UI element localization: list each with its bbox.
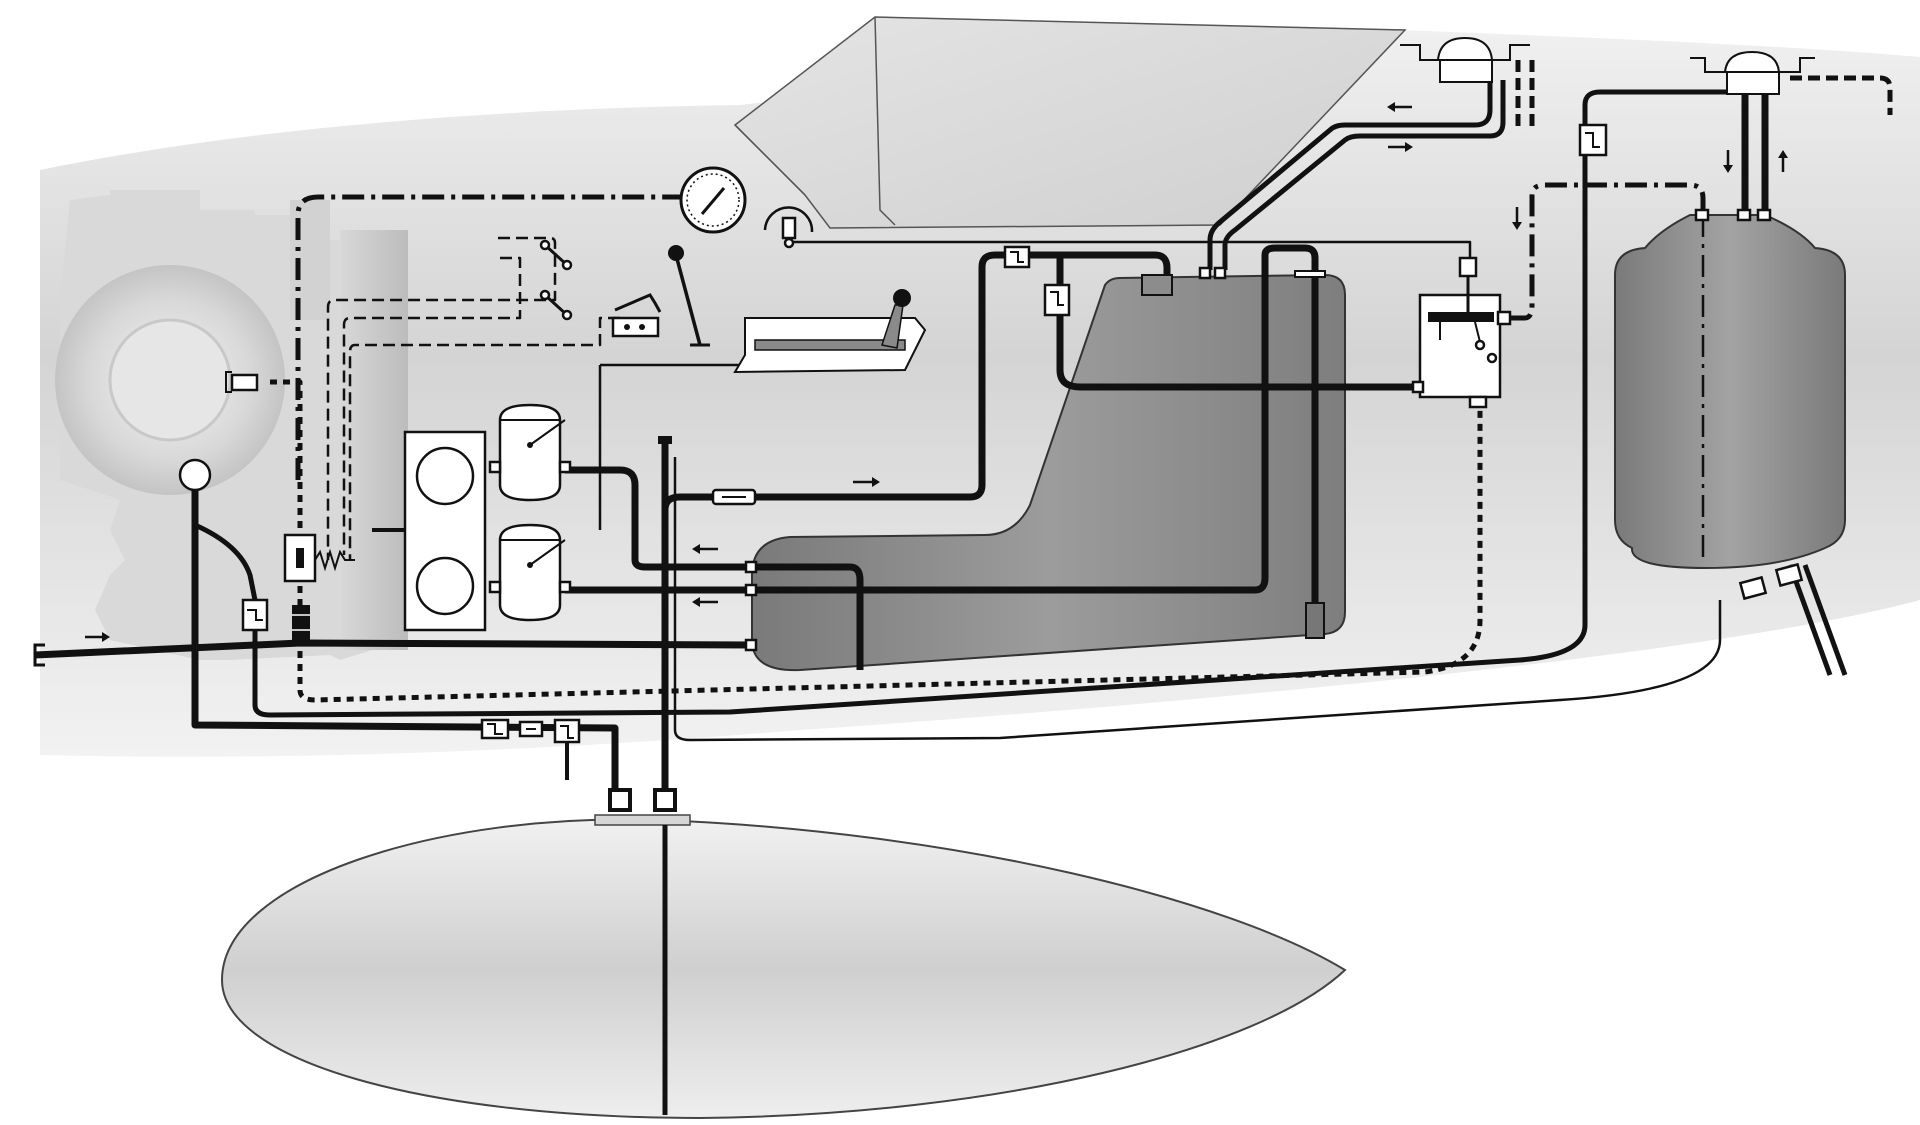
drop-feed-cap xyxy=(658,436,672,444)
control-dashed-line-c xyxy=(348,316,620,560)
fuel-return-dotted-line xyxy=(270,379,1483,703)
selector-valve-icon xyxy=(763,206,814,249)
tank-inner-line-b xyxy=(752,244,1319,605)
arrow-right-icon xyxy=(85,632,110,642)
rear-drain-fitting xyxy=(1738,562,1804,601)
check-valve-b-icon xyxy=(1003,245,1031,269)
arrow-down-icon xyxy=(1512,207,1522,230)
tank-top-fitting xyxy=(1141,274,1173,296)
fuel-pump-upper xyxy=(488,403,572,502)
lower-valve-group xyxy=(480,718,581,780)
control-dashed-line-a xyxy=(326,236,557,560)
tank-float-sensor xyxy=(1305,602,1325,639)
components xyxy=(33,36,1815,1115)
check-valve-c-icon xyxy=(1043,283,1071,317)
gauge-return-line xyxy=(191,490,619,790)
flowmeter-icon xyxy=(711,488,757,506)
drop-tank xyxy=(220,818,1347,1120)
carb-supply-line xyxy=(565,466,752,571)
vent-line-a xyxy=(1207,80,1493,270)
flow-arrows xyxy=(85,102,1788,642)
vent-line-b xyxy=(1222,80,1506,270)
check-valve-a-icon xyxy=(241,598,269,632)
tank-inner-line-c xyxy=(1056,255,1430,391)
tank-side-ports xyxy=(744,208,1772,652)
arrow-right-icon xyxy=(853,477,880,487)
filler-cap-rear xyxy=(1690,50,1815,95)
strainer-icon xyxy=(225,371,259,393)
arrow-left-icon xyxy=(692,544,718,554)
engine-inlet-port xyxy=(33,643,45,667)
arrow-left-icon xyxy=(1387,102,1412,112)
carburettor xyxy=(372,430,487,632)
throttle-lever-icon xyxy=(611,245,710,347)
electrical-switch-icon xyxy=(539,239,573,321)
drop-tank-connectors xyxy=(608,788,677,812)
check-valve-d-icon xyxy=(1578,123,1608,157)
tank-top-fitting-b xyxy=(1294,270,1326,278)
engine-assembly xyxy=(55,190,408,660)
thin-control-line xyxy=(790,240,1472,262)
arrow-down-icon xyxy=(1723,150,1733,173)
fuel-pressure-gauge-icon xyxy=(679,166,747,234)
top-vent-dashed-c xyxy=(1790,75,1893,115)
canopy-frame xyxy=(874,16,896,226)
rear-fuel-tank xyxy=(1614,214,1846,570)
rear-drain-line-2 xyxy=(1802,564,1848,676)
filler-cap-front xyxy=(1400,36,1530,83)
drop-tank-pylon xyxy=(594,814,691,826)
control-dashed-line-b xyxy=(342,256,522,555)
fuel-control-unit xyxy=(1411,256,1512,409)
primer-bulb-icon xyxy=(178,458,212,492)
fuel-pump-lower xyxy=(488,523,572,622)
rear-drain-line xyxy=(1787,564,1833,676)
engine-supply-line xyxy=(34,639,753,659)
primer-line xyxy=(193,89,1745,718)
rear-tank-vent-line xyxy=(1510,182,1706,321)
turbocharger-hub xyxy=(108,318,232,442)
arrow-left-icon xyxy=(692,597,718,607)
fuel-filter-icon xyxy=(292,605,310,641)
canopy-windscreen xyxy=(734,124,806,196)
arrow-right-icon xyxy=(1388,142,1413,152)
arrow-up-icon xyxy=(1778,150,1788,172)
fuel-lines xyxy=(34,60,1893,805)
thin-selector-line xyxy=(673,457,1722,742)
throttle-quadrant-icon xyxy=(733,289,927,374)
tank-inner-line-a xyxy=(752,563,864,670)
pressure-gauge-line xyxy=(295,194,680,480)
relief-valve-icon xyxy=(283,533,355,583)
